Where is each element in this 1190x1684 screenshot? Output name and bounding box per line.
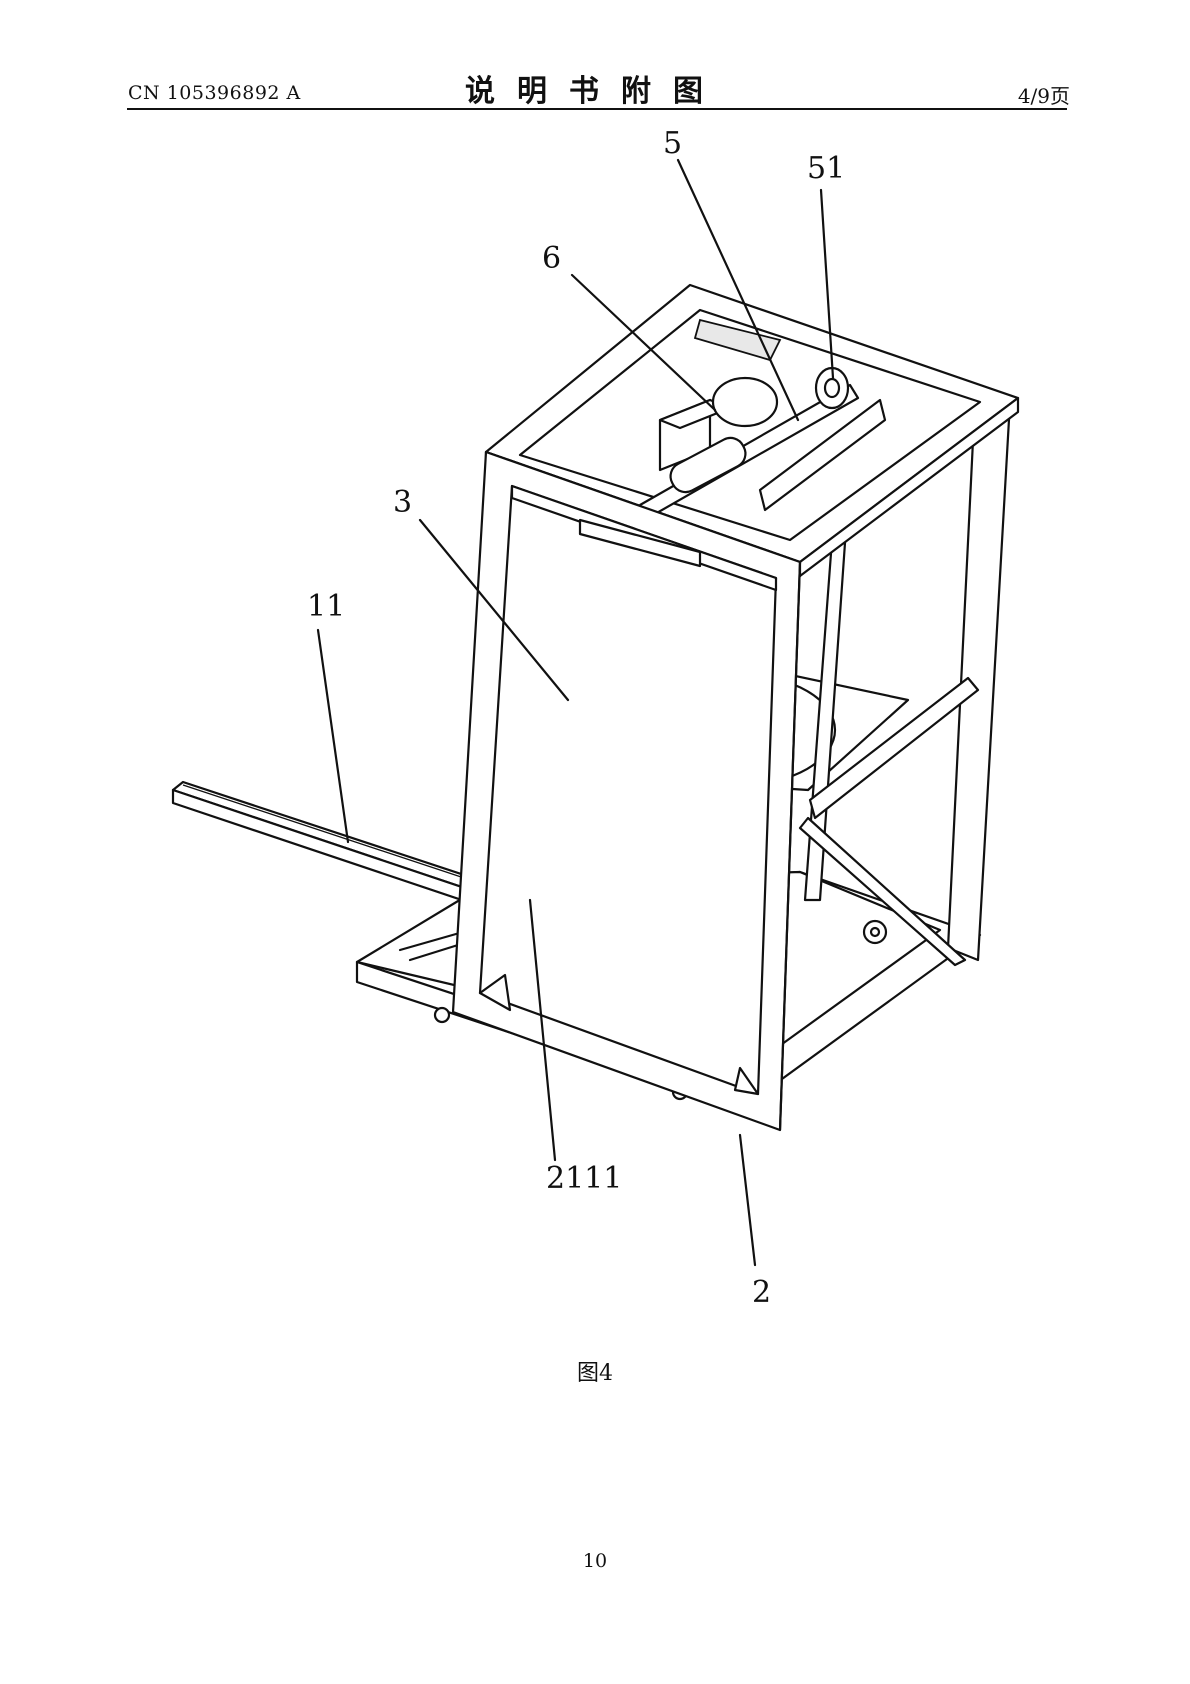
front-frame [451, 450, 802, 1132]
label-51: 51 [807, 151, 845, 186]
label-5: 5 [663, 126, 682, 161]
leader-lines [316, 158, 835, 1267]
label-2: 2 [752, 1275, 771, 1310]
header-rule [127, 108, 1067, 110]
side-brace [798, 676, 980, 967]
reference-numerals: 5 51 6 3 11 2111 2 [307, 126, 845, 1310]
label-6: 6 [542, 241, 561, 276]
section-title: 说明书附图 [465, 74, 725, 109]
upper-drive [638, 366, 887, 520]
figure-caption: 图4 [577, 1361, 613, 1386]
label-2111: 2111 [546, 1161, 622, 1196]
page-number: 10 [582, 1550, 608, 1572]
patent-number: CN 105396892 A [128, 82, 301, 104]
label-11: 11 [307, 589, 345, 624]
page-of-total: 4/9页 [1017, 84, 1070, 108]
label-3: 3 [393, 485, 412, 520]
